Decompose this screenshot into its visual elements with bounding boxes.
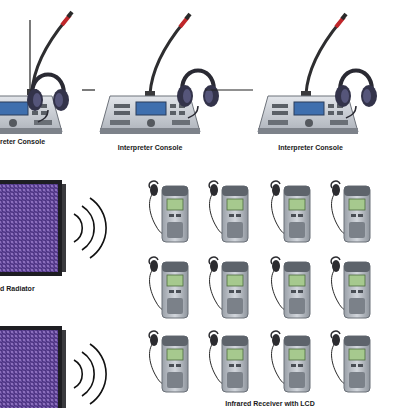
receiver-illustration <box>271 181 310 242</box>
receiver-illustration <box>209 331 248 392</box>
receiver-illustration <box>271 331 310 392</box>
headphones <box>335 71 377 119</box>
receiver-illustration <box>331 257 370 318</box>
receiver-illustration <box>271 257 310 318</box>
equipment-node: Interpreter Console <box>95 60 205 152</box>
equipment-label: reter Console <box>0 137 45 146</box>
cable-wire <box>29 20 30 90</box>
receiver-illustration <box>331 181 370 242</box>
equipment-label: d Radiator <box>0 284 35 293</box>
headphones <box>177 71 219 119</box>
equipment-label: Interpreter Console <box>278 143 343 152</box>
equipment-node: Infrared Receiver with LCD <box>140 178 400 408</box>
receiver-illustration <box>209 181 248 242</box>
receiver-illustration <box>149 331 188 392</box>
headphones <box>27 75 69 123</box>
equipment-node: reter Console <box>0 60 82 146</box>
cable-connector <box>205 89 253 90</box>
radiator-illustration <box>0 326 106 408</box>
cable-connector <box>82 89 95 90</box>
receiver-illustration <box>209 257 248 318</box>
equipment-label: Infrared Receiver with LCD <box>225 399 314 408</box>
equipment-node: d Radiator <box>0 178 100 293</box>
equipment-label: Interpreter Console <box>118 143 183 152</box>
receiver-illustration <box>331 331 370 392</box>
equipment-node: Interpreter Console <box>253 60 368 152</box>
radiator-illustration <box>0 180 106 276</box>
receiver-illustration <box>149 257 188 318</box>
receiver-illustration <box>149 181 188 242</box>
